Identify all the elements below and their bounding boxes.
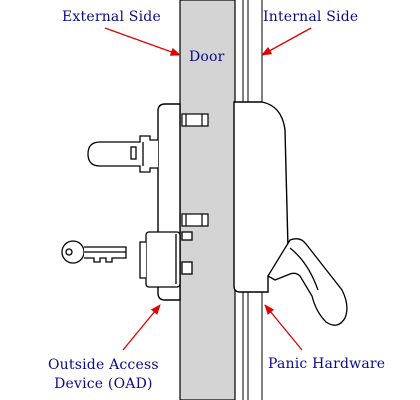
lever-handle-icon bbox=[87, 135, 158, 173]
label-outside-access-device: Outside Access Device (OAD) bbox=[48, 356, 159, 394]
label-internal-side: Internal Side bbox=[263, 9, 359, 25]
arrow-external bbox=[104, 27, 181, 56]
label-oad-line2: Device (OAD) bbox=[54, 376, 153, 392]
label-door: Door bbox=[189, 49, 225, 65]
callout-arrows bbox=[104, 27, 312, 351]
label-oad-line1: Outside Access bbox=[48, 357, 159, 373]
key-icon bbox=[61, 240, 127, 264]
label-panic-hardware: Panic Hardware bbox=[268, 356, 386, 372]
panic-bar-icon bbox=[267, 238, 348, 326]
through-bolts bbox=[181, 113, 209, 227]
arrow-panic bbox=[264, 304, 303, 351]
arrow-oad bbox=[122, 304, 161, 351]
label-external-side: External Side bbox=[62, 9, 161, 25]
arrow-internal bbox=[261, 27, 312, 56]
key-cylinder bbox=[139, 231, 193, 288]
